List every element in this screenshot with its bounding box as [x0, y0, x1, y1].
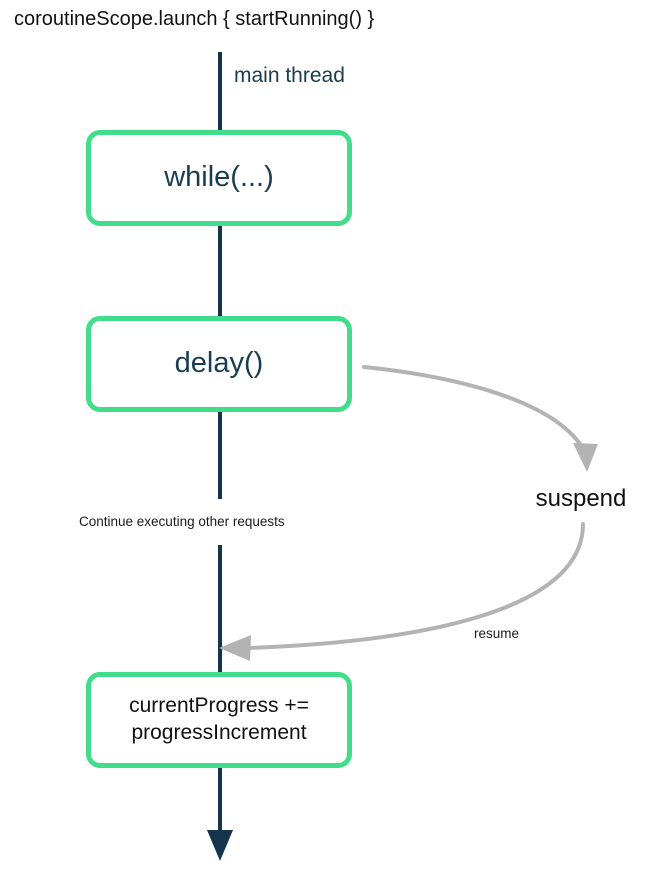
node-current-progress-label: currentProgress += progressIncrement [129, 694, 309, 744]
node-delay: delay() [86, 316, 352, 412]
node-while-label: while(...) [164, 161, 274, 194]
suspend-arrow-curve [362, 365, 587, 454]
continue-executing-label: Continue executing other requests [79, 514, 285, 529]
resume-arrow-curve [245, 522, 585, 650]
thread-arrowhead-bottom [207, 830, 233, 861]
suspend-label: suspend [535, 485, 627, 512]
suspend-arrowhead [573, 443, 598, 472]
resume-label: resume [474, 626, 520, 641]
node-current-progress: currentProgress += progressIncrement [86, 672, 352, 768]
main-thread-label: main thread [234, 64, 345, 87]
diagram-title: coroutineScope.launch { startRunning() } [14, 8, 375, 30]
node-while: while(...) [86, 130, 352, 226]
node-delay-label: delay() [174, 347, 264, 380]
resume-arrowhead [219, 635, 251, 661]
